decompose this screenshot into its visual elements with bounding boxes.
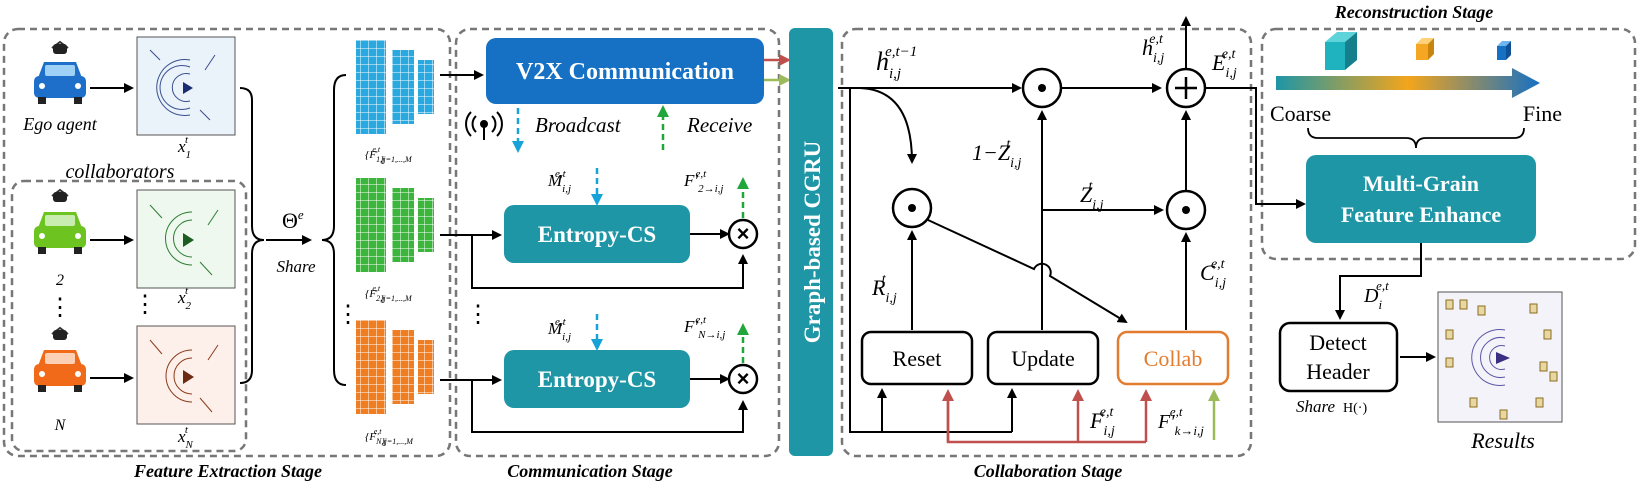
share-label: Share <box>276 257 315 276</box>
reconstruction-frame <box>1260 27 1637 261</box>
antenna-icon <box>465 111 503 140</box>
collab-gate-label: Collab <box>1144 346 1203 371</box>
receive-label: Receive <box>686 113 752 137</box>
feature-extraction-stage-label: Feature Extraction Stage <box>133 461 322 481</box>
feature-brace <box>321 74 347 386</box>
fk-label: F′k→i,je,t <box>1157 404 1204 438</box>
fn-label: {FN,je,t}j=1,...,M <box>365 427 414 446</box>
entropy-cs-box-1[interactable] <box>504 205 690 263</box>
collaborator-n-car-icon <box>34 326 86 392</box>
fni-label: F′N→i,je,t <box>683 314 725 341</box>
comm-vdots: ⋮ <box>466 302 490 328</box>
f-in-label: Fi,je,t <box>1089 405 1115 439</box>
multiply-icon-2 <box>727 363 759 395</box>
agent-2-label: 2 <box>56 272 64 289</box>
pc-vdots: ⋮ <box>133 292 157 318</box>
c-label: Ci,je,t <box>1200 257 1226 291</box>
collaborators-frame <box>10 179 248 453</box>
h-prev-label: hi,je,t−1 <box>876 44 917 82</box>
d-label: Die,t <box>1363 278 1389 312</box>
mul-collab-dot <box>1182 206 1190 214</box>
x1-label: x1t <box>177 134 191 161</box>
ego-multiscale-features <box>356 40 434 134</box>
fine-cube-icon <box>1497 41 1511 60</box>
fine-label: Fine <box>1523 101 1562 126</box>
coarse-to-fine-arrow <box>1276 68 1540 98</box>
detect-header-box[interactable] <box>1278 321 1399 393</box>
agent2-multiscale-features <box>356 178 434 272</box>
m-label-2: Mi,je,t <box>547 316 571 343</box>
input-brace <box>239 87 265 384</box>
detect-header-line2: Header <box>1306 359 1370 384</box>
h-cur-label: hi,je,t <box>1142 32 1164 66</box>
collaborator-n-point-cloud <box>136 325 236 425</box>
agentn-multiscale-features <box>356 320 434 414</box>
h-prev-down-line <box>849 88 1012 433</box>
v2x-communication-box[interactable] <box>486 38 764 104</box>
h-prev-to-reset-mul <box>859 87 917 164</box>
f1-label: {F1,je,t}j=1,...,M <box>365 145 413 164</box>
reconstruction-stage-label: Reconstruction Stage <box>1334 2 1494 22</box>
multiply-icon-1 <box>727 218 759 250</box>
grain-brace <box>1307 127 1525 149</box>
mgfe-to-detect <box>1335 243 1422 320</box>
ego-point-cloud <box>136 36 236 136</box>
update-gate-label: Update <box>1011 346 1075 371</box>
communication-stage-label: Communication Stage <box>507 461 673 481</box>
mul-reset-dot <box>908 204 916 212</box>
agent-n-label: N <box>54 417 67 434</box>
results-label: Results <box>1470 428 1535 453</box>
mul-top-dot <box>1038 84 1046 92</box>
mgfe-label-line2: Feature Enhance <box>1341 202 1502 227</box>
multiply-symbol-2: × <box>737 366 750 391</box>
xn-label: xNt <box>177 424 194 451</box>
f-ego-red-line <box>946 392 1146 444</box>
e-label: Ei,je,t <box>1211 47 1237 81</box>
coarse-cube-icon <box>1325 32 1357 70</box>
entropy-cs-label-2: Entropy-CS <box>538 367 656 392</box>
graph-based-cgru-label: Graph-based CGRU <box>800 140 825 343</box>
collaboration-frame <box>840 27 1253 458</box>
collaboration-stage-label: Collaboration Stage <box>974 461 1123 481</box>
feature-extraction-frame <box>2 27 452 458</box>
coarse-label: Coarse <box>1270 101 1331 126</box>
graph-based-cgru-bar[interactable] <box>789 28 833 456</box>
entropy-cs-label-1: Entropy-CS <box>538 222 656 247</box>
agents-vdots: ⋮ <box>48 295 72 321</box>
f2i-label: F′2→i,je,t <box>683 168 723 195</box>
collaborator-2-point-cloud <box>136 189 236 289</box>
ego-car-icon <box>34 40 86 104</box>
reset-mul-to-collab <box>927 219 1128 324</box>
v2x-communication-label: V2X Communication <box>516 59 734 85</box>
entropy-cs-box-2[interactable] <box>504 350 690 408</box>
f2-label: {F2,je,t}j=1,...,M <box>365 284 413 303</box>
collaborator-2-car-icon <box>34 188 86 254</box>
skip-line-1 <box>471 235 748 289</box>
ego-agent-label: Ego agent <box>22 114 97 134</box>
results-image <box>1437 291 1563 423</box>
r-label: Ri,jt <box>871 272 897 306</box>
e-to-mgfe-line <box>1206 87 1306 209</box>
detect-header-line1: Detect <box>1309 330 1366 355</box>
reset-gate-label: Reset <box>893 346 942 371</box>
medium-cube-icon <box>1416 38 1434 60</box>
one-minus-z-label: 1−Zi,jt <box>972 137 1021 171</box>
update-gate-box[interactable] <box>986 330 1100 386</box>
x2-label: x2t <box>177 285 192 312</box>
mgfe-label-line1: Multi-Grain <box>1363 171 1479 196</box>
z-label: Zi,jt <box>1080 179 1104 213</box>
reset-gate-box[interactable] <box>860 330 974 386</box>
broadcast-label: Broadcast <box>535 113 622 137</box>
multiply-symbol-1: × <box>737 221 750 246</box>
multi-grain-feature-enhance-box[interactable] <box>1306 155 1536 243</box>
collaborators-label: collaborators <box>66 161 175 183</box>
m-label-1: Mi,je,t <box>547 168 571 195</box>
skip-line-2 <box>471 380 748 433</box>
theta-label: Θe <box>282 207 304 233</box>
collab-gate-box[interactable] <box>1116 330 1230 386</box>
communication-frame <box>454 27 781 458</box>
